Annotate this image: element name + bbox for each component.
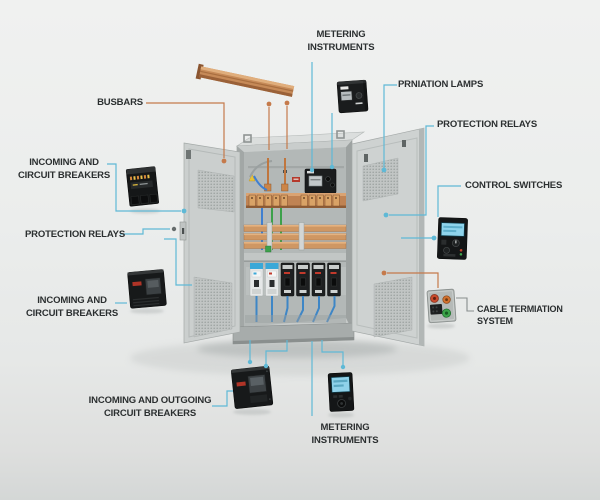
device-metering-instrument-bottom (327, 372, 355, 412)
red-indicator (459, 249, 463, 252)
meter-knob-2 (330, 182, 335, 188)
leader-dots-orange (221, 100, 387, 276)
device-metering-instrument-top (336, 79, 369, 114)
busbar-clamps (248, 194, 340, 207)
device-control-switches (437, 217, 468, 260)
selector-knob-2 (443, 246, 450, 254)
cabinet-body (232, 130, 366, 345)
leader-line-gray (456, 297, 474, 312)
leader-lines-orange (146, 102, 439, 288)
left-door-panel-line (188, 148, 236, 338)
label-protection-relays-right: PROTECTION RELAYS (437, 119, 538, 130)
device-red-logo (132, 281, 142, 287)
label-metering-instruments-bottom: METERING INSTRUMENTS (311, 422, 379, 446)
cabinet-inner-wall-right (346, 140, 352, 330)
device-display (340, 90, 353, 102)
divider-shelf (244, 253, 346, 262)
label-incoming-outgoing-circuit-breakers: INCOMING AND OUTGOING CIRCUIT BREAKERS (88, 395, 212, 419)
din-rail (248, 166, 344, 169)
device-incoming-breaker-lower (127, 269, 167, 309)
breaker-dark-group (280, 262, 341, 297)
wire-connector-2 (281, 183, 289, 192)
green-indicator (459, 253, 463, 256)
label-metering-instruments-top: METERING INSTRUMENTS (307, 29, 375, 53)
device-lcd (440, 222, 465, 237)
busbar-row-upper (246, 193, 346, 208)
meter-knob (325, 176, 331, 182)
leader-dot-gray (171, 226, 177, 232)
right-door-edge (419, 128, 424, 346)
multipin-connector (429, 304, 443, 315)
gray-cable (249, 160, 273, 178)
right-door-vent-upper (362, 157, 399, 202)
device-cable-termination (426, 288, 457, 324)
right-door-vent-lower (373, 276, 413, 338)
cabinet-plinth-lip (233, 337, 354, 344)
label-cable-termination-system: CABLE TERMIATION SYSTEM (477, 304, 563, 326)
left-door (179, 142, 241, 344)
left-door-vent-upper (197, 169, 235, 213)
busbar-piece (195, 63, 295, 97)
left-door-handle-slot (182, 228, 185, 234)
floor-shadow (130, 208, 470, 418)
label-protection-relays-left: PROTECTION RELAYS (25, 229, 126, 240)
busbar-support-2 (298, 222, 305, 251)
label-incoming-circuit-breakers-lower: INCOMING AND CIRCUIT BREAKERS (25, 295, 119, 319)
meter-display (308, 175, 323, 187)
dip-switches (129, 174, 150, 181)
device-dial (355, 92, 363, 99)
terminal-blocks (130, 193, 158, 205)
device-incoming-breaker-upper (125, 166, 159, 207)
right-door-latch-2 (402, 140, 406, 147)
left-door-vent-lower (193, 276, 233, 338)
lifting-lug-right (336, 130, 345, 139)
meter-display-digits (310, 179, 321, 181)
label-busbars: BUSBARS (97, 97, 143, 108)
leader-lines-blue (107, 62, 461, 416)
leader-lines (107, 62, 474, 416)
wire-connector-1 (264, 183, 272, 192)
divider-shelf-edge (244, 260, 346, 262)
label-prniation-lamps: PRNIATION LAMPS (398, 79, 484, 90)
device-red-logo (236, 381, 246, 387)
green-terminal (265, 245, 272, 253)
interior-bottom-shadow (245, 315, 346, 323)
right-door-panel-line (356, 137, 418, 339)
device-in-out-breaker (231, 365, 274, 409)
warning-triangle-sticker (248, 173, 256, 182)
breaker-light-1 (249, 262, 264, 297)
meter-label-strip (307, 171, 314, 174)
device-label-strip (340, 86, 349, 90)
busbar-row-lower (243, 222, 347, 251)
red-sticker-text-line (293, 178, 299, 180)
blue-jumper-wire (253, 175, 268, 191)
right-door-latch-1 (364, 154, 368, 162)
breaker-light-2 (265, 262, 279, 297)
cabinet-interior-components (243, 158, 347, 323)
lifting-lug-left (243, 134, 252, 143)
outgoing-wires (255, 296, 336, 323)
panel-meter-internal (304, 168, 337, 194)
cabinet-inner-wall-top (237, 140, 352, 152)
label-control-switches: CONTROL SWITCHES (465, 180, 563, 191)
right-door (351, 127, 425, 347)
label-incoming-circuit-breakers-upper: INCOMING AND CIRCUIT BREAKERS (17, 157, 111, 181)
left-door-latch (186, 150, 191, 159)
leader-dots-blue (181, 164, 437, 370)
